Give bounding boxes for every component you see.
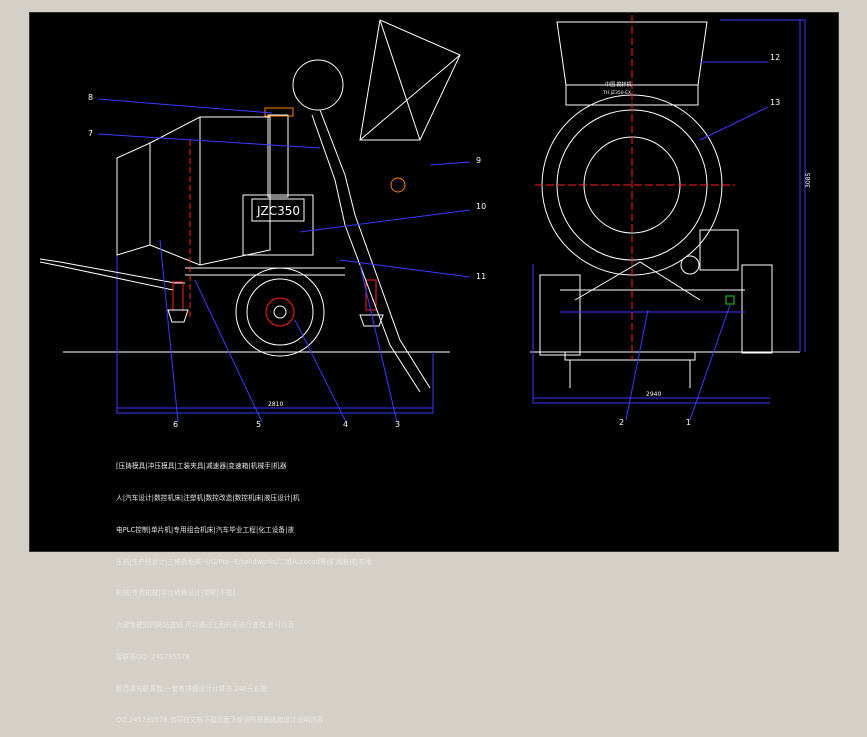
callout-9: 9 — [476, 156, 481, 165]
model-plate-text: JZC350 — [256, 204, 300, 218]
callout-6: 6 — [173, 420, 178, 429]
hopper-rail-2 — [311, 114, 421, 393]
foot-pad-front — [359, 314, 384, 327]
front-leaders — [625, 61, 769, 421]
nameplate-line-2: TH JZ350-EX — [602, 90, 631, 96]
model-plate — [251, 198, 305, 222]
nameplate-line-1: 中国 搅拌机 — [605, 81, 632, 88]
tow-bar — [39, 258, 185, 284]
callout-4: 4 — [343, 420, 348, 429]
front-wheel-right — [741, 264, 773, 354]
callout-12: 12 — [770, 53, 780, 62]
side-leaders — [97, 98, 471, 423]
callout-7: 7 — [88, 129, 93, 138]
note-line: 为避免被别的网站盗链,可以通过上面的表进行查找,也可以直 — [116, 621, 295, 630]
wheel-rim — [246, 278, 314, 346]
outrigger-rear — [172, 281, 184, 311]
callout-1: 1 — [686, 418, 691, 427]
wheel-outer — [235, 267, 325, 357]
callout-8: 8 — [88, 93, 93, 102]
height-dimension — [720, 19, 806, 352]
hopper-rail — [319, 109, 431, 389]
wheel-hub — [265, 297, 295, 327]
hopper-diagonal — [379, 19, 421, 141]
front-width-dimension: 2940 — [646, 391, 661, 398]
callout-13: 13 — [770, 98, 780, 107]
viewer-frame — [29, 12, 839, 552]
callout-10: 10 — [476, 202, 486, 211]
wheel-axle — [273, 305, 287, 319]
front-truss — [574, 261, 701, 301]
note-line: 机械|专用机械|平台转移设计|带轮|下载] — [116, 589, 236, 598]
note-line: 电PLC控制|单片机|专用组合机床|汽车毕业工程|化工设备|液 — [116, 525, 295, 534]
support-column — [267, 114, 289, 198]
motor-drum — [292, 59, 344, 111]
side-dimension-box — [116, 195, 434, 414]
callout-2: 2 — [619, 418, 624, 427]
gearbox-housing — [242, 194, 314, 256]
drawing-notes: [压铸模具|冲压模具|工装夹具|减速器|变速箱|机械手|机器 人|汽车设计|数控… — [116, 440, 372, 737]
front-base — [564, 351, 696, 361]
side-width-dimension: 2810 — [268, 401, 283, 408]
tow-bar-lower — [39, 261, 174, 291]
front-motor — [699, 229, 739, 271]
front-dimension-box — [532, 264, 770, 404]
feeding-hopper — [359, 19, 461, 141]
callout-3: 3 — [395, 420, 400, 429]
cad-drawing: 8 7 9 10 11 6 5 4 3 2 1 12 13 2810 2940 … — [39, 15, 812, 429]
callout-11: 11 — [476, 272, 486, 281]
discharge-funnel — [116, 142, 151, 256]
front-view — [530, 15, 806, 404]
note-line: 人|汽车设计|数控机床|注塑机|数控改造|数控机床|液压设计|机 — [116, 493, 300, 502]
side-view — [39, 19, 461, 414]
mixing-drum — [149, 116, 271, 266]
note-line: QQ:245795578,也可在文档下载页面下查询所需图纸和设计说明内容 — [116, 716, 324, 725]
note-line: [压铸模具|冲压模具|工装夹具|减速器|变速箱|机械手|机器 — [116, 462, 287, 471]
front-wheel-left — [539, 274, 581, 356]
hopper-diagonal-2 — [359, 54, 461, 141]
drawing-labels: 8 7 9 10 11 6 5 4 3 2 1 12 13 2810 2940 … — [88, 53, 812, 429]
front-valve — [725, 295, 735, 305]
note-line: 题目请先联系我,一套有详细设计计算书,246元右图 — [116, 684, 268, 693]
note-line: 接联系QQ: 245795578 — [116, 652, 190, 661]
callout-5: 5 — [256, 420, 261, 429]
front-pulley — [680, 255, 700, 275]
foot-pad-rear — [167, 309, 189, 323]
front-height-dimension: 3085 — [805, 173, 812, 188]
pulley — [390, 177, 406, 193]
